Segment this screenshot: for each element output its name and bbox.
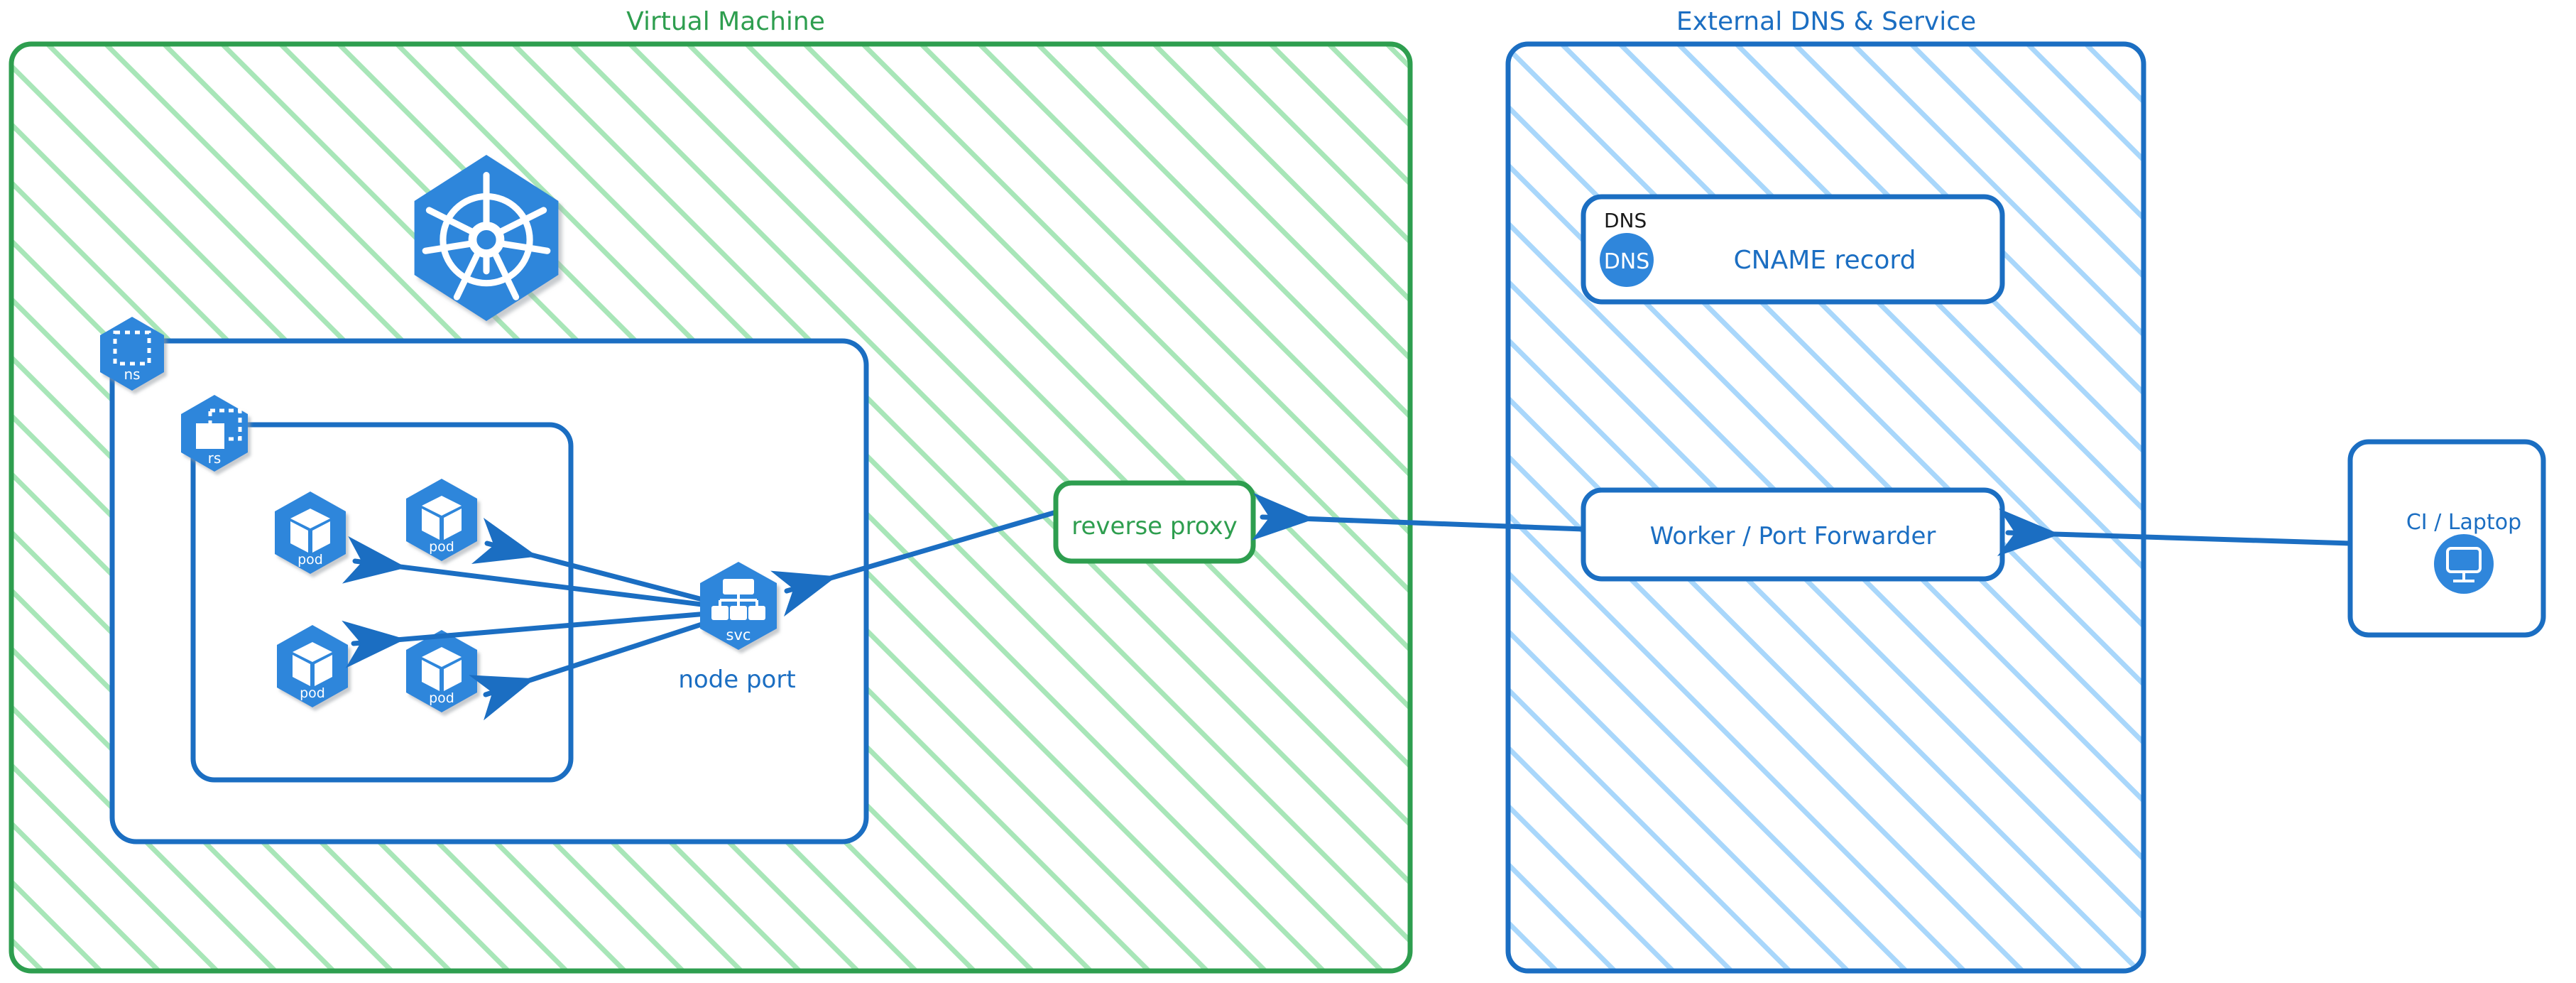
virtual-machine-panel-label: Virtual Machine xyxy=(626,7,825,36)
arrow-svc-to-pod-2 xyxy=(471,517,727,608)
replicaset-icon xyxy=(196,408,242,449)
replicaset-badge-label: rs xyxy=(208,450,222,467)
kubernetes-logo xyxy=(414,155,559,321)
dns-chip-icon xyxy=(1600,233,1654,287)
ci-laptop-label: CI / Laptop xyxy=(2406,510,2521,535)
service-to-pod-arrows xyxy=(342,517,728,721)
dns-card-title: DNS xyxy=(1604,209,1647,232)
cname-record-label: CNAME record xyxy=(1734,246,1916,275)
replicaset-container xyxy=(190,422,574,783)
pod-cube-icon xyxy=(293,642,332,686)
dns-card-box[interactable] xyxy=(1581,194,2005,305)
service-icon xyxy=(711,579,765,620)
node-port-caption: node port xyxy=(678,666,795,694)
pod-cube-icon xyxy=(422,647,462,691)
pod-cube-icon xyxy=(290,509,330,553)
service-node: svc xyxy=(700,562,777,650)
pod-label: pod xyxy=(300,685,325,701)
pod-cube-icon xyxy=(422,496,462,540)
pod-1: pod xyxy=(275,492,346,574)
pod-label: pod xyxy=(429,539,454,555)
namespace-icon xyxy=(113,330,151,366)
worker-port-forwarder-label: Worker / Port Forwarder xyxy=(1650,522,1936,550)
arrow-ci-laptop-to-worker xyxy=(1997,508,2353,557)
desktop-monitor-icon xyxy=(2434,534,2494,594)
reverse-proxy-label: reverse proxy xyxy=(1071,512,1237,541)
pod-3: pod xyxy=(277,625,348,707)
arrow-svc-to-pod-3 xyxy=(342,609,727,668)
service-badge-label: svc xyxy=(726,626,751,643)
dns-chip-label: DNS xyxy=(1604,249,1650,274)
arrow-svc-to-pod-1 xyxy=(342,536,727,610)
pod-4: pod xyxy=(406,630,477,712)
pod-label: pod xyxy=(298,552,323,567)
arrow-worker-to-reverse-proxy xyxy=(1251,492,1586,541)
dns-card[interactable]: DNS DNS CNAME record xyxy=(1581,194,2005,305)
ci-laptop-box[interactable] xyxy=(2347,439,2546,638)
pod-label: pod xyxy=(429,690,454,706)
arrow-reverse-proxy-to-service xyxy=(770,510,1057,617)
external-dns-service-panel-label: External DNS & Service xyxy=(1676,7,1976,36)
worker-port-forwarder-node[interactable]: Worker / Port Forwarder xyxy=(1581,487,2005,582)
reverse-proxy-node[interactable]: reverse proxy xyxy=(1053,480,1256,564)
pod-2: pod xyxy=(406,479,477,561)
namespace-badge-label: ns xyxy=(124,366,140,383)
namespace-badge: ns xyxy=(100,317,164,391)
arrow-svc-to-pod-4 xyxy=(469,614,728,721)
replicaset-badge: rs xyxy=(181,395,248,472)
ci-laptop-node[interactable]: CI / Laptop xyxy=(2347,439,2546,638)
